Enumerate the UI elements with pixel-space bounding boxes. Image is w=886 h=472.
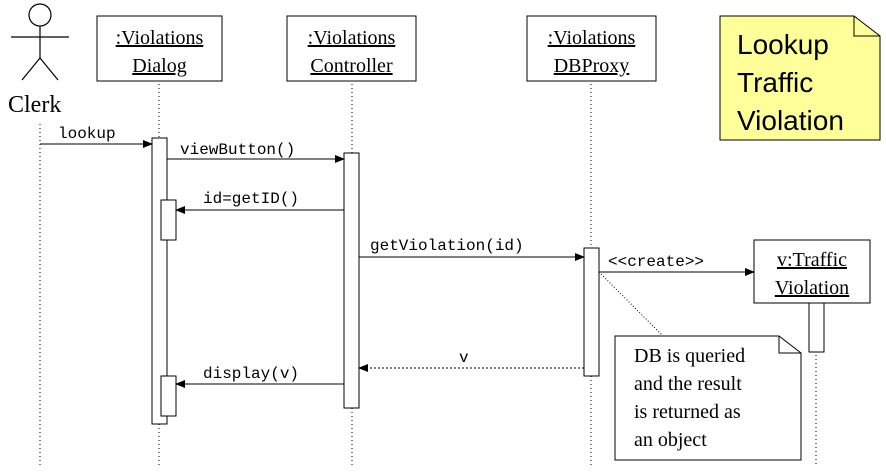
object-traffic-line1: v:Traffic (777, 249, 847, 271)
note-title-line3: Violation (737, 105, 844, 136)
note-title-line2: Traffic (737, 67, 813, 98)
activation-dialog-nested-1 (160, 199, 177, 241)
note-db-line4: an object (634, 429, 707, 451)
object-traffic-line2: Violation (775, 277, 849, 299)
activation-traffic (808, 302, 825, 353)
note-title-line1: Lookup (737, 29, 829, 60)
note-db-line2: and the result (634, 373, 742, 395)
actor-clerk: Clerk (8, 3, 69, 118)
object-violations-dialog: :Violations Dialog (96, 15, 223, 82)
activation-controller (343, 152, 360, 409)
note-db-line3: is returned as (634, 401, 741, 423)
message-viewbutton-label: viewButton() (180, 141, 295, 159)
object-dbproxy-line2: DBProxy (554, 55, 630, 77)
message-display-label: display(v) (203, 365, 299, 383)
message-getviolation-label: getViolation(id) (370, 237, 524, 255)
message-display: display(v) (175, 365, 344, 388)
message-getid: id=getID() (175, 190, 344, 214)
note-db: DB is queried and the result is returned… (614, 335, 802, 461)
note-connector (598, 271, 664, 337)
message-getviolation: getViolation(id) (359, 237, 585, 261)
object-violations-dbproxy: :Violations DBProxy (526, 15, 657, 82)
activation-dbproxy (583, 247, 600, 377)
object-traffic-violation: v:Traffic Violation (753, 239, 871, 304)
message-lookup-label: lookup (58, 125, 116, 143)
note-db-line1: DB is queried (634, 345, 745, 367)
object-violations-controller: :Violations Controller (286, 15, 417, 82)
activation-dialog-nested-2 (160, 375, 177, 417)
object-controller-line2: Controller (310, 55, 393, 77)
message-create-label: <<create>> (608, 253, 704, 271)
actor-head (28, 3, 52, 27)
object-dialog-line1: :Violations (116, 27, 204, 49)
message-return-v-label: v (459, 349, 469, 367)
message-lookup: lookup (40, 125, 153, 148)
message-viewbutton: viewButton() (167, 141, 345, 163)
object-controller-line1: :Violations (308, 27, 396, 49)
actor-label: Clerk (8, 92, 61, 118)
message-getid-label: id=getID() (203, 190, 299, 208)
message-create: <<create>> (599, 253, 755, 276)
message-return-v: v (358, 349, 584, 372)
note-title: Lookup Traffic Violation (719, 15, 881, 141)
object-dialog-line2: Dialog (132, 55, 186, 77)
object-dbproxy-line1: :Violations (548, 27, 636, 49)
